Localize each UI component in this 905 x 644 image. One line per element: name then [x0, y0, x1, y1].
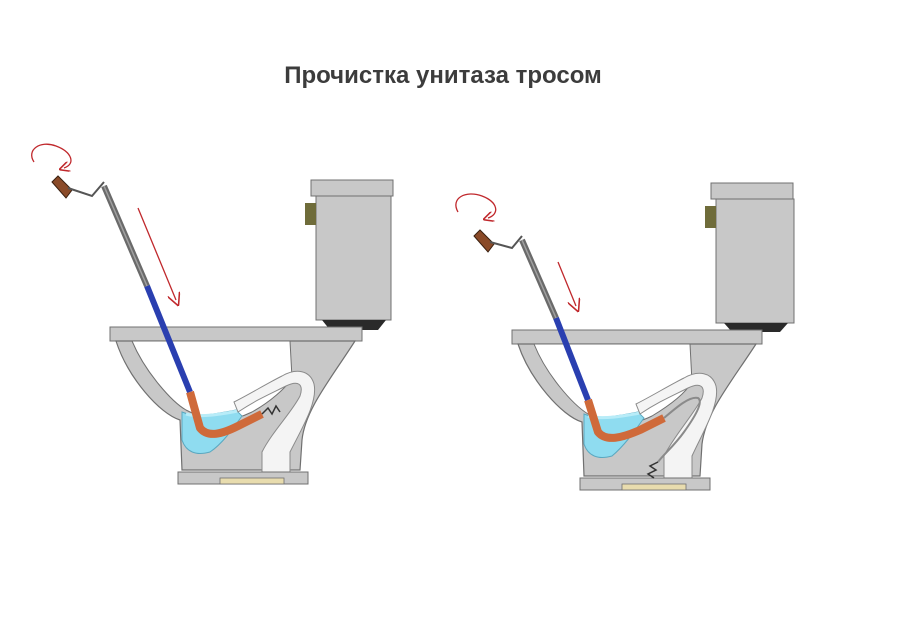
plumbing-cable-right [473, 229, 701, 479]
crank-arm [67, 181, 105, 198]
toilet-diagram-right [455, 182, 795, 491]
cable-spring-tip-icon [646, 461, 659, 479]
tank-lid [710, 182, 794, 200]
flush-button [705, 206, 716, 228]
downward-arrow-icon [557, 261, 576, 306]
crank-handle [473, 229, 495, 253]
cable-sheath [144, 284, 193, 394]
cable-tip [584, 398, 666, 442]
drain-flange [219, 477, 285, 485]
toilet-tank-right [705, 182, 795, 332]
toilet-seat [109, 326, 363, 342]
tank-lid [310, 179, 394, 197]
diagram-title: Прочистка унитаза тросом [284, 62, 602, 89]
cable-spring-tip-icon [261, 404, 281, 416]
toilet-tank-left [305, 179, 394, 330]
cable-sheath [553, 316, 591, 402]
cable-upper-highlight [103, 185, 148, 287]
cable-in-trapway [657, 396, 701, 463]
toilet-bowl-right [511, 329, 763, 491]
cable-tip [186, 390, 264, 438]
toilet-bowl-left [109, 326, 363, 485]
rotation-arrow-icon [31, 143, 72, 168]
tank-body [715, 198, 795, 324]
flush-button [305, 203, 316, 225]
crank-arm [489, 235, 523, 250]
rotation-arrow-icon [455, 193, 497, 218]
bowl-water-surface [185, 409, 239, 418]
cable-upper-highlight [521, 239, 557, 319]
toilet-diagram-left [31, 143, 394, 485]
toilet-seat [511, 329, 763, 345]
downward-arrow-icon [137, 207, 176, 300]
tank-body [315, 195, 392, 321]
crank-handle [51, 175, 73, 199]
drain-flange [621, 483, 687, 491]
plumbing-cable-left [51, 175, 281, 438]
